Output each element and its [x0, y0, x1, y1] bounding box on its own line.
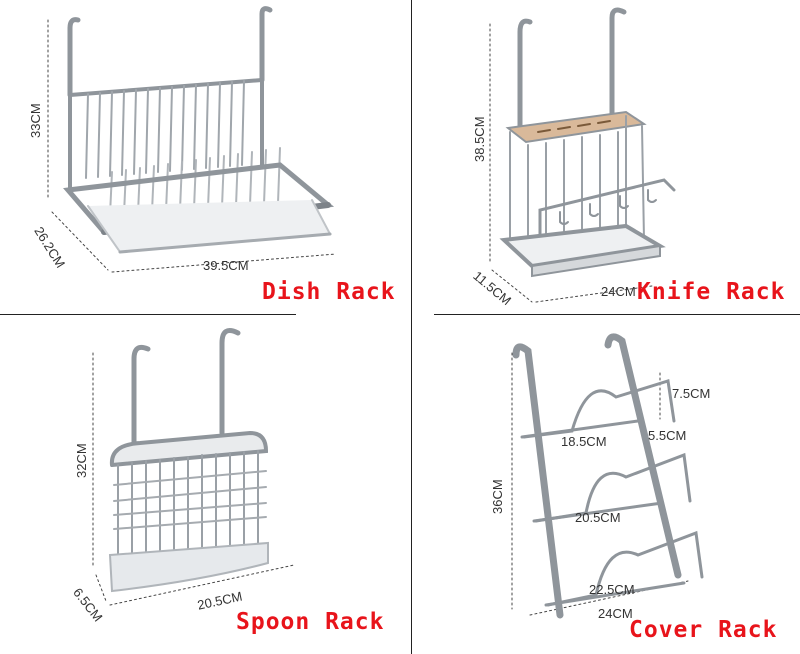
cover-shelf1-label: 18.5CM	[561, 434, 607, 449]
dish-width-label: 39.5CM	[203, 258, 249, 273]
vertical-divider	[411, 0, 412, 654]
cover-height-label: 36CM	[490, 479, 505, 514]
spoon-rack-title: Spoon Rack	[236, 609, 385, 635]
cover-shelf3-label: 22.5CM	[589, 582, 635, 597]
horizontal-divider-right	[434, 314, 800, 315]
horizontal-divider-left	[0, 314, 296, 315]
spoon-rack-image	[92, 328, 295, 606]
knife-width-label: 24CM	[601, 284, 636, 299]
cover-rack-image	[511, 333, 704, 619]
dish-rack-title: Dish Rack	[262, 279, 396, 305]
knife-rack-title: Knife Rack	[637, 279, 786, 305]
cover-rack-title: Cover Rack	[629, 617, 778, 643]
dish-rack-image	[47, 6, 337, 273]
cover-offset-label: 5.5CM	[648, 428, 687, 443]
cover-gap-label: 7.5CM	[672, 386, 711, 401]
spoon-height-label: 32CM	[74, 443, 89, 478]
cover-width-label: 24CM	[598, 606, 633, 621]
knife-height-label: 38.5CM	[472, 116, 487, 162]
cover-shelf2-label: 20.5CM	[575, 510, 621, 525]
dish-height-label: 33CM	[28, 103, 43, 138]
knife-rack-image	[489, 7, 676, 303]
